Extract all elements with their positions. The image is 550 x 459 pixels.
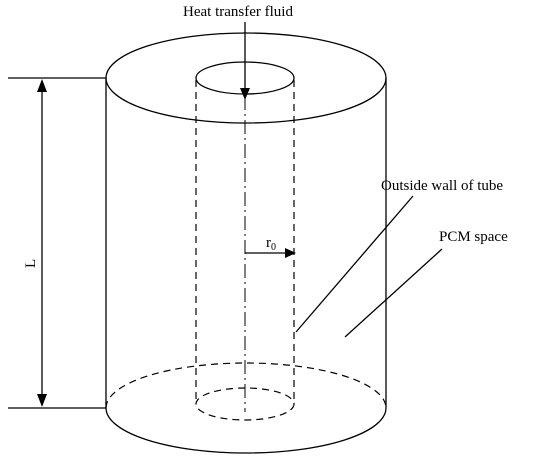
outside-wall-leader — [295, 195, 414, 333]
length-dimension — [8, 77, 106, 409]
length-arrowhead-top — [37, 79, 47, 92]
pcm-space-leader — [344, 248, 443, 338]
radius-symbol: r — [266, 235, 271, 251]
outer-top-ellipse — [105, 32, 387, 124]
fluid-inlet-arrow — [240, 22, 250, 100]
pcm-space-label: PCM space — [439, 229, 508, 245]
fluid-arrowhead — [240, 88, 250, 100]
outer-bottom-back-arc — [105, 362, 387, 409]
heat-transfer-fluid-label: Heat transfer fluid — [183, 4, 293, 20]
radius-arrow — [245, 248, 296, 258]
outer-bottom-front-arc — [105, 407, 387, 454]
length-label: L — [23, 259, 39, 268]
outside-wall-label: Outside wall of tube — [381, 178, 503, 194]
radius-subscript: 0 — [271, 242, 276, 253]
radius-label: r0 — [266, 235, 276, 253]
length-arrowhead-bottom — [37, 394, 47, 407]
radius-arrowhead — [285, 248, 296, 258]
outer-cylinder — [105, 32, 387, 454]
